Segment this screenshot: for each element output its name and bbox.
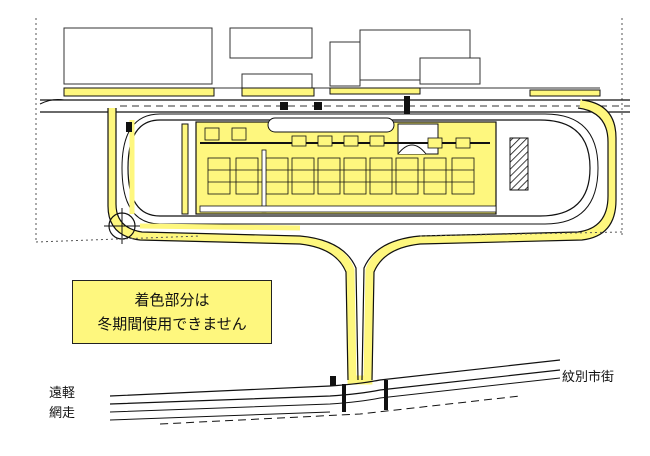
top-main-road [39,96,630,114]
notice-line-2: 冬期間使用できません [97,315,247,333]
buildings [63,27,600,89]
outer-loop-road [107,99,617,385]
place-label-mombetsu: 紋別市街 [562,370,615,385]
notice-line-1: 着色部分は [134,291,210,309]
parking-area [181,117,497,215]
highway [109,359,561,425]
place-label-abashiri: 網走 [49,406,76,421]
winter-closure-notice: 着色部分は 冬期間使用できません [72,280,272,344]
place-label-engaru: 遠軽 [49,386,76,401]
top-road-strips [63,87,601,97]
hatched-area [509,137,529,191]
